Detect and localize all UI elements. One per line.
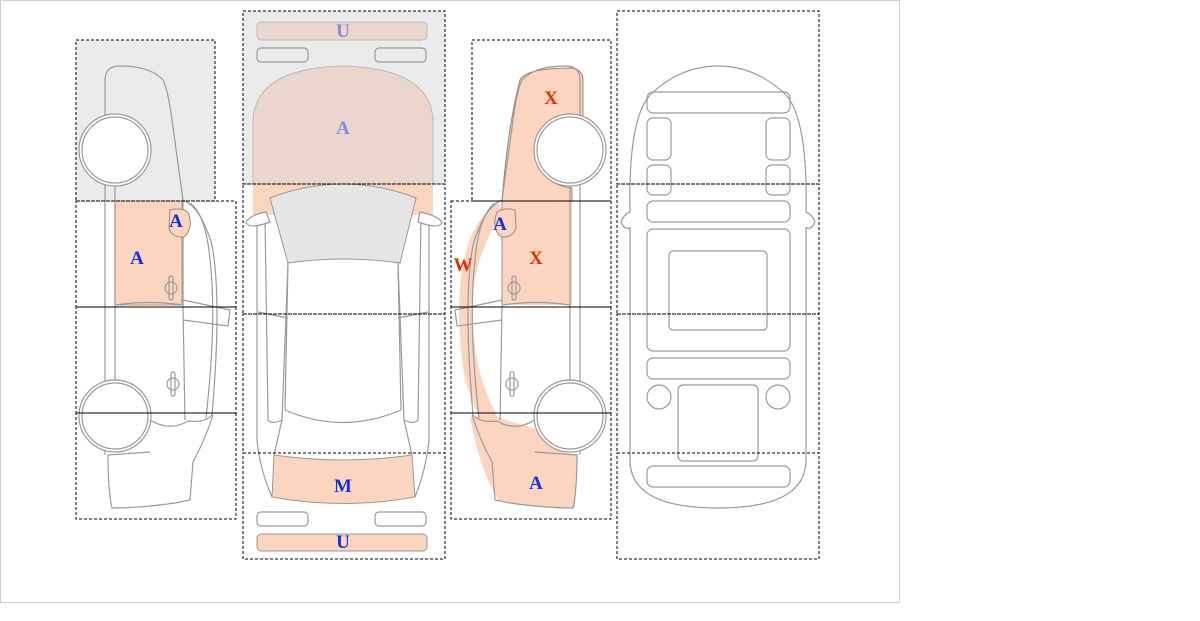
mirror-damage[interactable] <box>494 208 517 238</box>
headlight-right <box>374 47 427 63</box>
trunk-damage[interactable] <box>271 454 416 504</box>
taillight-right <box>374 511 427 527</box>
right-side-view: X A X W A <box>450 39 612 520</box>
zone-box[interactable] <box>242 313 446 454</box>
damage-code-label: U <box>336 532 350 553</box>
headlight-left <box>256 47 309 63</box>
diagram-frame <box>0 0 900 603</box>
damage-code-label: A <box>529 473 543 494</box>
front-bumper[interactable] <box>256 21 428 41</box>
damage-code-label: X <box>529 248 543 269</box>
rear-bumper[interactable] <box>256 533 428 552</box>
damage-code-label: W <box>454 255 473 276</box>
zone-box[interactable] <box>75 412 237 520</box>
taillight-left <box>256 511 309 527</box>
damage-code-label: U <box>336 21 350 42</box>
damage-code-label: X <box>544 88 558 109</box>
zone-box[interactable] <box>450 412 612 520</box>
rear-quarter-damage[interactable] <box>470 417 578 508</box>
damage-code-label: A <box>130 248 144 269</box>
zone-box[interactable] <box>242 452 446 560</box>
mirror-damage[interactable] <box>168 208 191 238</box>
hood[interactable] <box>252 65 434 185</box>
damage-code-label: A <box>336 118 350 139</box>
pillar-damage[interactable] <box>459 203 503 417</box>
damage-code-label: A <box>493 214 507 235</box>
roof-view <box>616 10 820 560</box>
zone-box[interactable] <box>616 452 820 560</box>
windshield <box>269 183 417 264</box>
damage-code-label: M <box>334 476 352 497</box>
top-view: U A M U <box>242 10 446 560</box>
left-side-view: A A <box>75 39 237 520</box>
damage-code-label: A <box>169 211 183 232</box>
